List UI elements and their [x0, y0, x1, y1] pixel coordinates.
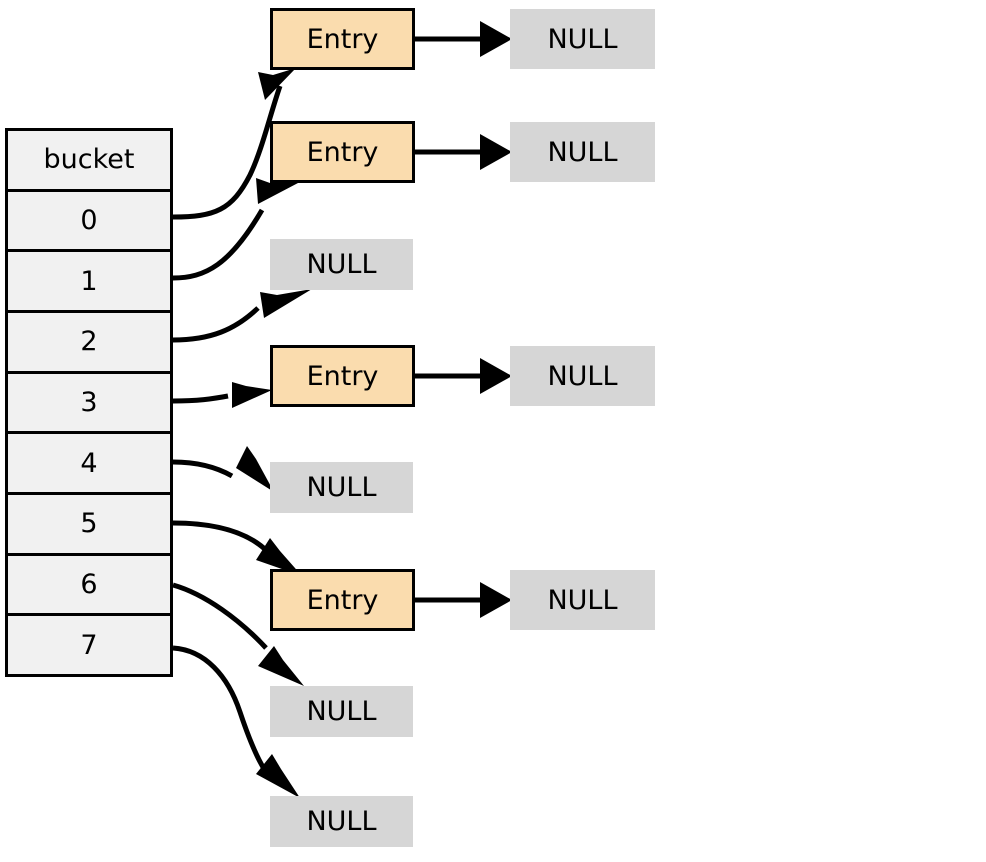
arrow-entry-to-null-0	[415, 21, 512, 57]
arrow-entry-to-null-1	[415, 134, 512, 170]
bucket-row-4[interactable]: 4	[8, 434, 170, 496]
bucket-row-0[interactable]: 0	[8, 191, 170, 253]
null-node-bucket-7: NULL	[270, 796, 413, 847]
bucket-row-5[interactable]: 5	[8, 495, 170, 556]
entry-node-bucket-0[interactable]: Entry	[270, 8, 415, 70]
arrow-bucket-4-to-null	[172, 446, 274, 492]
null-node-bucket-6: NULL	[270, 686, 413, 737]
arrow-entry-to-null-5	[415, 582, 512, 618]
bucket-row-7[interactable]: 7	[8, 616, 170, 675]
arrow-entry-to-null-3	[415, 358, 512, 394]
null-node-bucket-4: NULL	[270, 462, 413, 513]
bucket-table: bucket 0 1 2 3 4 5 6 7	[5, 128, 173, 677]
null-node-bucket-3: NULL	[510, 346, 655, 406]
bucket-row-3[interactable]: 3	[8, 373, 170, 435]
entry-node-bucket-5[interactable]: Entry	[270, 569, 415, 631]
entry-node-bucket-1[interactable]: Entry	[270, 121, 415, 183]
bucket-row-6[interactable]: 6	[8, 555, 170, 617]
bucket-row-1[interactable]: 1	[8, 252, 170, 314]
null-node-bucket-2: NULL	[270, 239, 413, 290]
null-node-bucket-1: NULL	[510, 122, 655, 182]
arrow-bucket-3-to-entry	[172, 382, 272, 408]
bucket-row-2[interactable]: 2	[8, 313, 170, 374]
bucket-table-header: bucket	[8, 131, 170, 192]
null-node-bucket-0: NULL	[510, 9, 655, 69]
arrow-bucket-2-to-null	[172, 289, 312, 343]
entry-node-bucket-3[interactable]: Entry	[270, 345, 415, 407]
null-node-bucket-5: NULL	[510, 570, 655, 630]
